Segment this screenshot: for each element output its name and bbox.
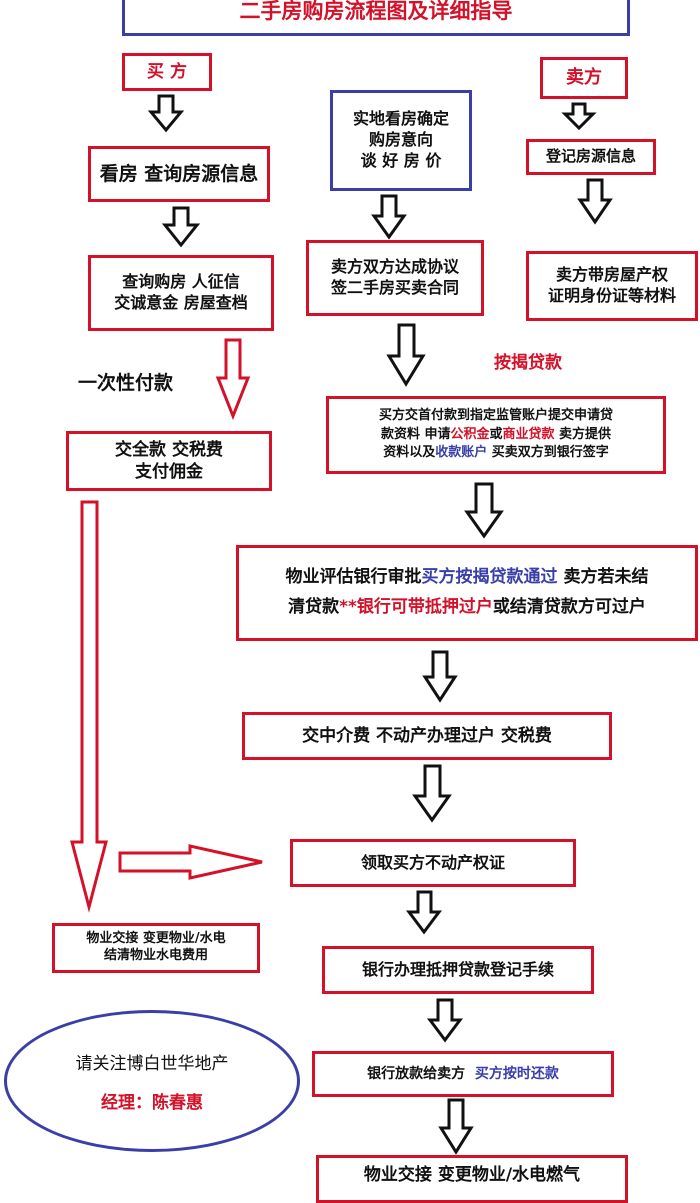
view-line1: 实地看房确定 (352, 109, 449, 129)
arrow-review-to-transfer (422, 650, 458, 703)
view-line3: 谈 好 房 价 (360, 150, 442, 170)
certificate-box: 领取买方不动产权证 (290, 839, 576, 887)
view-negotiate-box: 实地看房确定 购房意向 谈 好 房 价 (330, 90, 472, 191)
agreement-box: 卖方双方达成协议 签二手房买卖合同 (306, 240, 484, 316)
arrow-credit-to-payment (215, 338, 251, 421)
loan-apply-line1: 买方交首付款到指定监管账户提交申请贷 (378, 407, 613, 423)
bank-review-line1: 物业评估银行审批买方按揭贷款通过 卖方若未结 (285, 567, 649, 588)
handover-left-box: 物业交接 变更物业/水电 结清物业水电费用 (52, 923, 260, 973)
mortgage-register-text: 银行办理抵押贷款登记手续 (361, 959, 554, 979)
credit-line2: 交诚意金 房屋查档 (114, 293, 248, 312)
mortgage-label: 按揭贷款 (494, 353, 562, 373)
lump-sum-label: 一次性付款 (78, 372, 174, 394)
credit-check-box: 查询购房 人征信 交诚意金 房屋查档 (88, 255, 274, 331)
handover-bottom-box: 物业交接 变更物业/水电燃气 (316, 1155, 628, 1203)
view-line2: 购房意向 (368, 130, 433, 150)
full-payment-line2: 支付佣金 (134, 462, 203, 482)
seller-label: 卖方 (566, 67, 602, 89)
handover-left-line2: 结清物业水电费用 (103, 948, 208, 963)
buyer-view-text: 看房 查询房源信息 (99, 162, 259, 185)
contact-ellipse: 请关注博白世华地产 经理：陈春惠 (4, 1010, 300, 1152)
arrow-cert-to-register (406, 890, 442, 935)
handover-left-line1: 物业交接 变更物业/水电 (86, 931, 226, 947)
loan-apply-line3: 资料以及收款账户 买卖双方到银行签字 (383, 445, 609, 461)
arrow-register-to-release (427, 998, 463, 1043)
transfer-box: 交中介费 不动产办理过户 交税费 (242, 712, 612, 760)
buyer-view-box: 看房 查询房源信息 (88, 146, 270, 202)
title-box: 二手房购房流程图及详细指导 (122, 0, 630, 36)
seller-register-text: 登记房源信息 (545, 147, 636, 166)
loan-apply-box: 买方交首付款到指定监管账户提交申请贷 款资料 申请公积金或商业贷款 卖方提供 资… (326, 396, 666, 474)
contact-line1: 请关注博白世华地产 (75, 1054, 229, 1074)
arrow-register-to-docs (577, 178, 613, 225)
loan-release-text: 银行放款给卖方 买方按时还款 (367, 1065, 559, 1082)
arrow-transfer-to-cert (412, 764, 452, 823)
arrow-payment-long-down (70, 500, 108, 913)
seller-register-box: 登记房源信息 (526, 139, 656, 175)
loan-release-box: 银行放款给卖方 买方按时还款 (312, 1051, 614, 1097)
agreement-line2: 签二手房买卖合同 (330, 278, 459, 297)
arrow-view-to-credit (161, 206, 201, 248)
page-title: 二手房购房流程图及详细指导 (239, 0, 513, 24)
buyer-box: 买 方 (122, 53, 212, 91)
certificate-text: 领取买方不动产权证 (360, 852, 505, 872)
arrow-buyer-to-view (147, 94, 185, 133)
bank-review-box: 物业评估银行审批买方按揭贷款通过 卖方若未结 清贷款**银行可带抵押过户或结清贷… (236, 545, 698, 641)
seller-docs-line1: 卖方带房屋产权 (555, 265, 668, 285)
transfer-text: 交中介费 不动产办理过户 交税费 (302, 725, 552, 746)
arrow-viewbox-to-agreement (371, 194, 407, 240)
arrow-right-to-cert (118, 844, 263, 880)
arrow-loan-to-review (464, 482, 504, 539)
full-payment-box: 交全款 交税费 支付佣金 (66, 431, 272, 491)
mortgage-register-box: 银行办理抵押贷款登记手续 (322, 946, 594, 994)
contact-line2: 经理：陈春惠 (101, 1093, 203, 1113)
credit-line1: 查询购房 人征信 (122, 272, 240, 292)
arrow-agreement-to-loan (386, 323, 426, 387)
arrow-seller-to-register (561, 102, 597, 131)
seller-docs-box: 卖方带房屋产权 证明身份证等材料 (526, 251, 698, 321)
full-payment-line1: 交全款 交税费 (115, 439, 223, 460)
buyer-label: 买 方 (147, 61, 187, 82)
seller-box: 卖方 (540, 57, 628, 99)
arrow-release-to-handover (438, 1098, 474, 1155)
handover-bottom-text: 物业交接 变更物业/水电燃气 (363, 1165, 581, 1185)
loan-apply-line2: 款资料 申请公积金或商业贷款 卖方提供 (380, 426, 612, 442)
bank-review-line2: 清贷款**银行可带抵押过户或结清贷款方可过户 (288, 597, 646, 617)
agreement-line1: 卖方双方达成协议 (330, 257, 459, 277)
seller-docs-line2: 证明身份证等材料 (547, 286, 676, 305)
